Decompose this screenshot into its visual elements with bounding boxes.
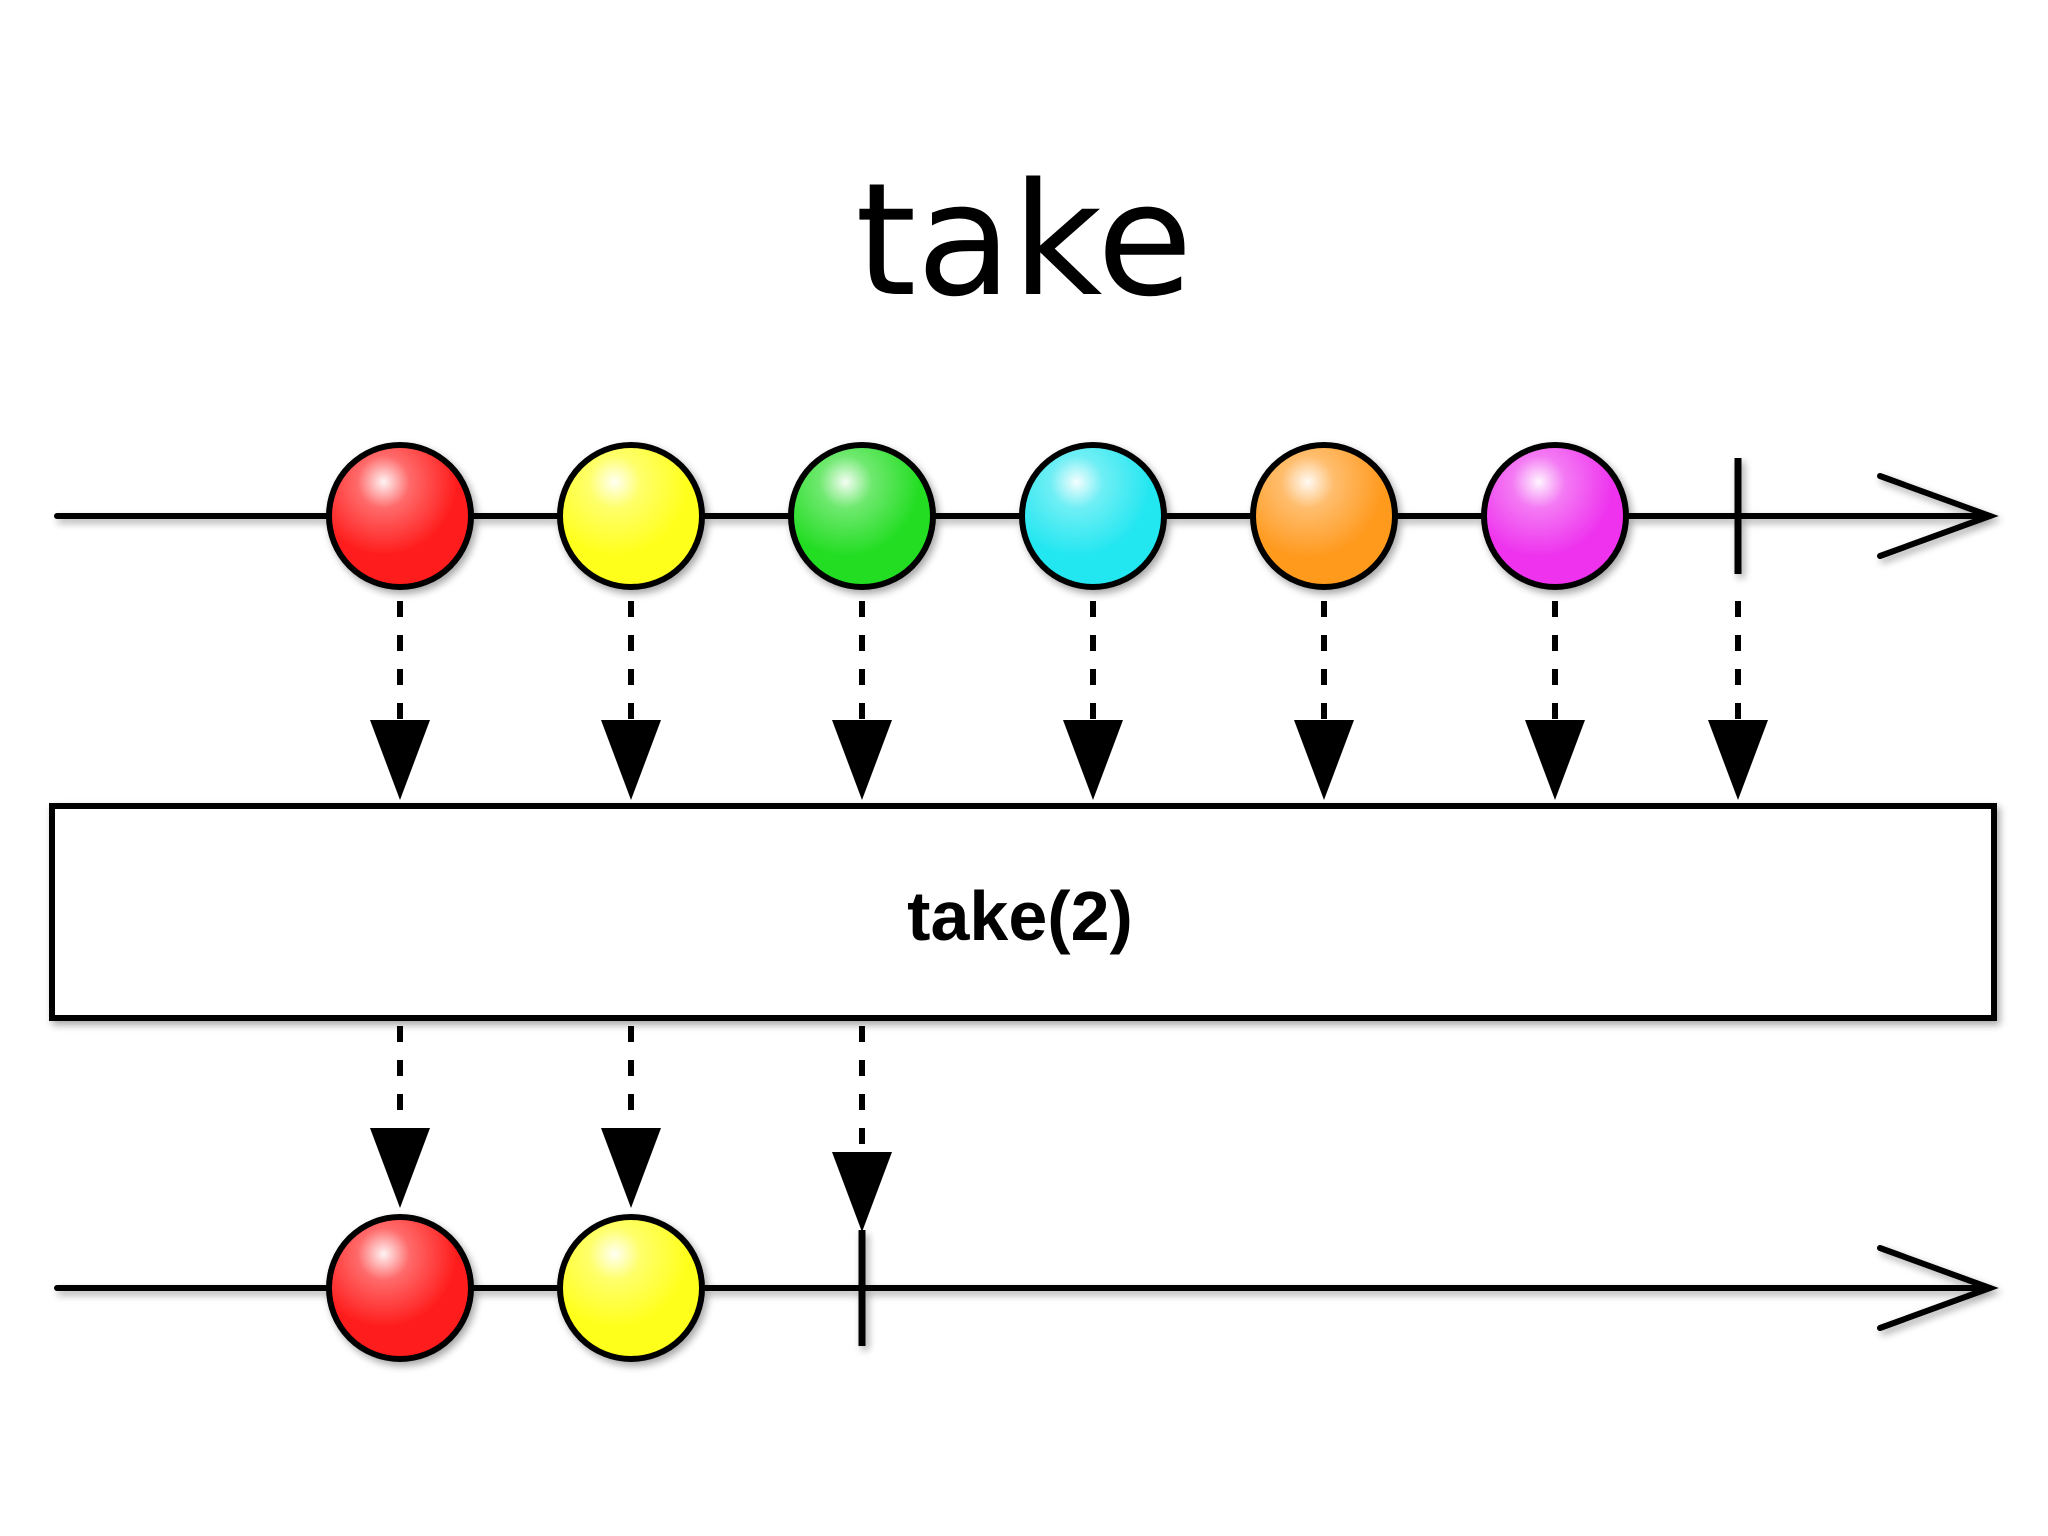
input-arrow-cyan-head: [1063, 720, 1123, 800]
magenta-marble-highlight: [1487, 448, 1623, 584]
input-arrow-cyan: [1063, 601, 1123, 800]
input-marble-green: [788, 442, 936, 590]
output-arrow-red-head: [370, 1128, 430, 1208]
input-arrowhead: [1877, 473, 1999, 559]
operator-label: take(2): [907, 877, 1133, 955]
green-marble-highlight: [794, 448, 930, 584]
input-arrow-red: [370, 601, 430, 800]
operator-to-output-arrows: [370, 1026, 892, 1232]
output-marble-red: [326, 1214, 474, 1362]
orange-marble-highlight: [1256, 448, 1392, 584]
input-marble-orange: [1250, 442, 1398, 590]
input-marble-magenta: [1481, 442, 1629, 590]
input-arrow-red-head: [370, 720, 430, 800]
yellow-marble-highlight: [563, 448, 699, 584]
yellow-marble-highlight: [563, 1220, 699, 1356]
input-marble-cyan: [1019, 442, 1167, 590]
slide-title: take: [855, 149, 1193, 331]
output-marble-yellow: [557, 1214, 705, 1362]
input-arrow-green-head: [832, 720, 892, 800]
output-arrow-completion-head: [832, 1152, 892, 1232]
input-timeline: [54, 442, 1999, 590]
cyan-marble-highlight: [1025, 448, 1161, 584]
output-arrow-yellow-head: [601, 1128, 661, 1208]
input-marble-yellow: [557, 442, 705, 590]
input-marble-red: [326, 442, 474, 590]
output-timeline: [54, 1214, 1999, 1362]
input-arrow-green: [832, 601, 892, 800]
input-arrow-orange-head: [1294, 720, 1354, 800]
red-marble-highlight: [332, 448, 468, 584]
operator-box-frame: [49, 803, 1997, 1021]
input-arrow-yellow: [601, 601, 661, 800]
input-arrow-magenta: [1525, 601, 1585, 800]
operator-box: take(2): [49, 803, 1997, 1021]
red-marble-highlight: [332, 1220, 468, 1356]
input-arrow-completion: [1708, 601, 1768, 800]
input-arrow-orange: [1294, 601, 1354, 800]
output-arrowhead: [1877, 1245, 1999, 1331]
output-arrow-yellow: [601, 1026, 661, 1208]
input-arrow-yellow-head: [601, 720, 661, 800]
input-arrow-magenta-head: [1525, 720, 1585, 800]
output-arrow-completion: [832, 1026, 892, 1232]
input-to-operator-arrows: [370, 601, 1768, 800]
output-arrow-red: [370, 1026, 430, 1208]
input-arrow-completion-head: [1708, 720, 1768, 800]
